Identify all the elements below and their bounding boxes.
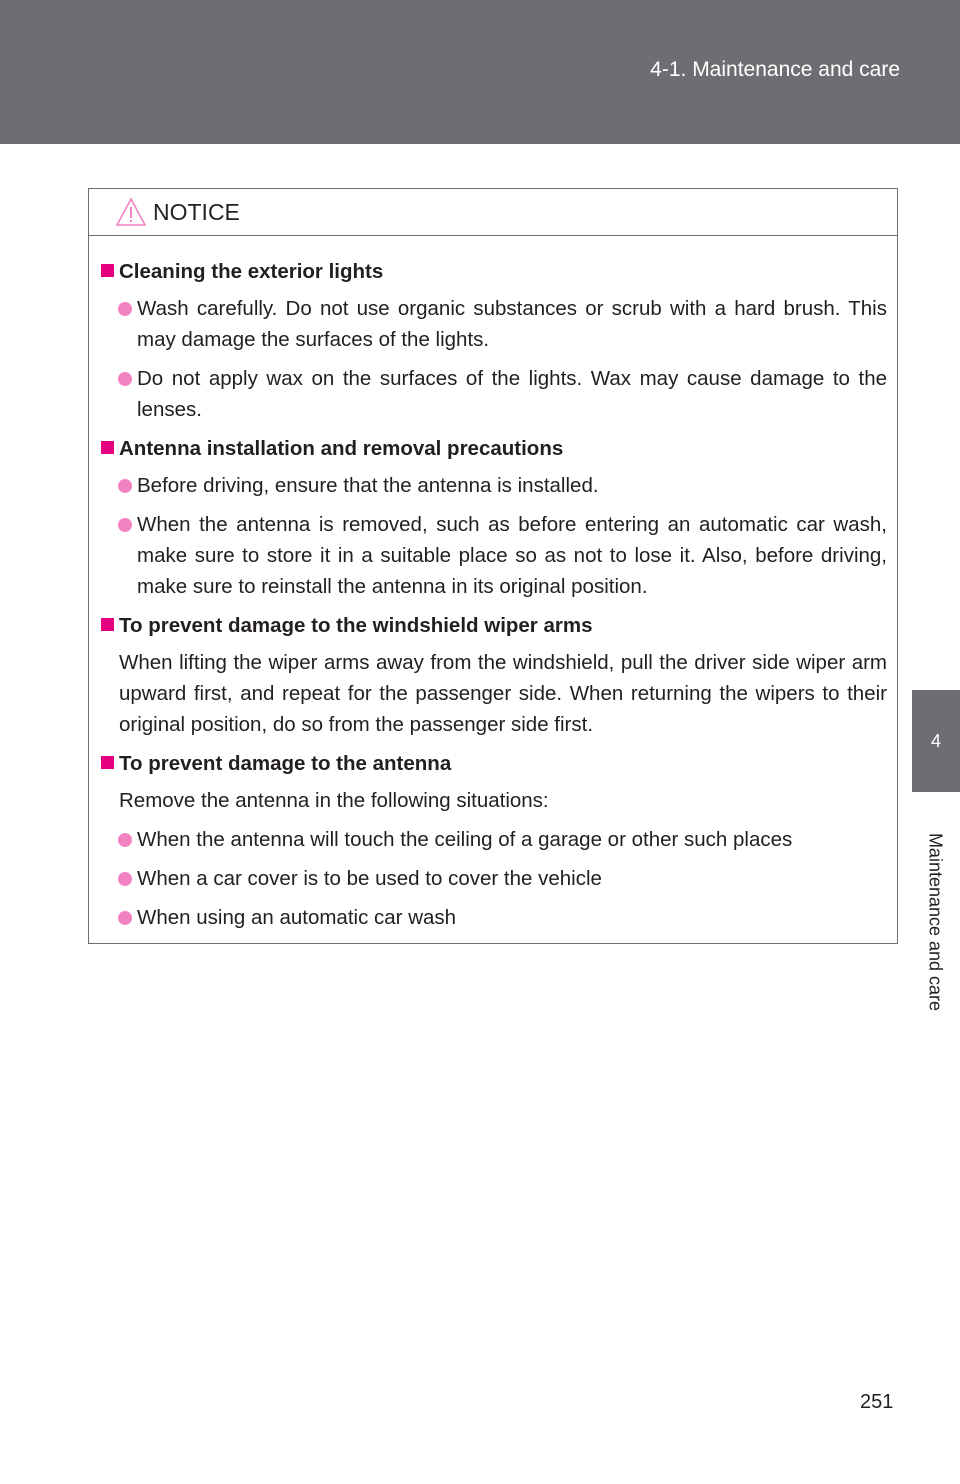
circle-bullet-icon — [118, 872, 132, 886]
page-header: 4-1. Maintenance and care — [0, 0, 960, 144]
chapter-tab — [912, 792, 960, 1052]
section-heading: To prevent damage to the windshield wipe… — [101, 610, 887, 641]
chapter-tab-number: 4 — [912, 690, 960, 792]
warning-triangle-icon — [115, 197, 147, 226]
circle-bullet-icon — [118, 479, 132, 493]
list-item: Before driving, ensure that the antenna … — [101, 470, 887, 501]
square-bullet-icon — [101, 756, 114, 769]
section-heading: Antenna installation and removal precaut… — [101, 433, 887, 464]
square-bullet-icon — [101, 441, 114, 454]
circle-bullet-icon — [118, 833, 132, 847]
list-item: Do not apply wax on the surfaces of the … — [101, 363, 887, 425]
list-item: When the antenna is removed, such as bef… — [101, 509, 887, 602]
circle-bullet-icon — [118, 372, 132, 386]
section-paragraph: When lifting the wiper arms away from th… — [119, 651, 887, 736]
section-heading: Cleaning the exterior lights — [101, 256, 887, 287]
list-item: Wash carefully. Do not use organic subst… — [101, 293, 887, 355]
circle-bullet-icon — [118, 302, 132, 316]
notice-title: NOTICE — [153, 199, 240, 225]
circle-bullet-icon — [118, 518, 132, 532]
circle-bullet-icon — [118, 911, 132, 925]
chapter-tab-label: Maintenance and care — [925, 832, 946, 1012]
section-paragraph: Remove the antenna in the following situ… — [119, 789, 549, 812]
notice-box: NOTICE Cleaning the exterior lights Wash… — [88, 188, 898, 944]
page-number: 251 — [860, 1391, 894, 1413]
section-title: 4-1. Maintenance and care — [650, 58, 900, 81]
notice-body: Cleaning the exterior lights Wash carefu… — [89, 236, 897, 933]
list-item: When using an automatic car wash — [101, 902, 887, 933]
list-item: When the antenna will touch the ceiling … — [101, 824, 887, 855]
square-bullet-icon — [101, 264, 114, 277]
section-heading: To prevent damage to the antenna — [101, 748, 887, 779]
notice-header: NOTICE — [89, 189, 897, 236]
square-bullet-icon — [101, 618, 114, 631]
list-item: When a car cover is to be used to cover … — [101, 863, 887, 894]
